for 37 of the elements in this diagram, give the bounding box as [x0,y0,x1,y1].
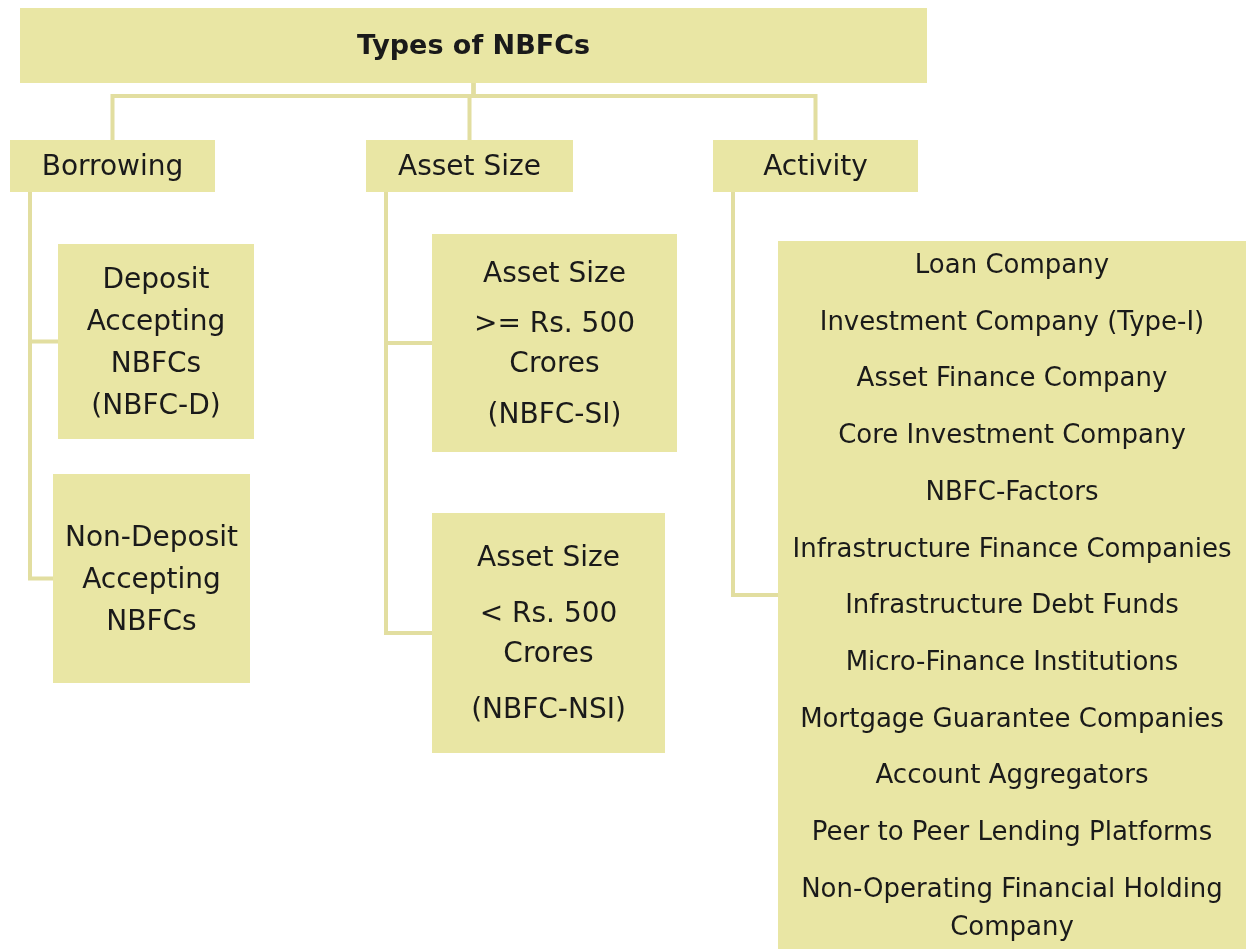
node-text: Account Aggregators [874,758,1150,792]
node-text: Non-Deposit Accepting NBFCs [64,518,239,639]
node-text: Mortgage Guarantee Companies [799,701,1225,735]
node-text: (NBFC-NSI) [470,691,627,727]
connector-line [28,192,53,581]
type-box [58,244,254,439]
category-box [10,140,215,192]
node-text: Borrowing [40,148,185,184]
category-box [366,140,573,192]
node-text: (NBFC-SI) [486,395,623,432]
node-text: >= Rs. 500 Crores [472,305,637,381]
type-box [432,513,665,753]
node-text: Peer to Peer Lending Platforms [810,815,1214,849]
node-text: Loan Company [913,248,1111,281]
node-text: NBFC-Factors [924,474,1100,508]
node-text: Micro-Finance Institutions [844,645,1180,679]
node-text: < Rs. 500 Crores [478,595,619,671]
node-text: Deposit Accepting NBFCs (NBFC-D) [85,260,227,423]
node-text: Asset Size [397,148,542,184]
type-box [432,234,677,452]
node-text: Types of NBFCs [355,28,592,63]
type-box [53,474,250,683]
node-text: Infrastructure Finance Companies [791,531,1233,565]
node-text: Asset Size [482,254,627,291]
connector-line [731,192,778,597]
node-text: Core Investment Company [837,418,1187,452]
node-text: Infrastructure Debt Funds [844,588,1180,622]
node-text: Activity [762,148,869,184]
node-text: Investment Company (Type-I) [818,304,1206,338]
title-box [20,8,927,83]
list-box [778,241,1246,949]
node-text: Non-Operating Financial Holding Company [800,871,1224,943]
node-text: Asset Size [476,539,621,575]
node-text: Asset Finance Company [855,361,1169,395]
category-box [713,140,918,192]
connector-line [471,83,818,140]
connector-line [384,192,432,635]
